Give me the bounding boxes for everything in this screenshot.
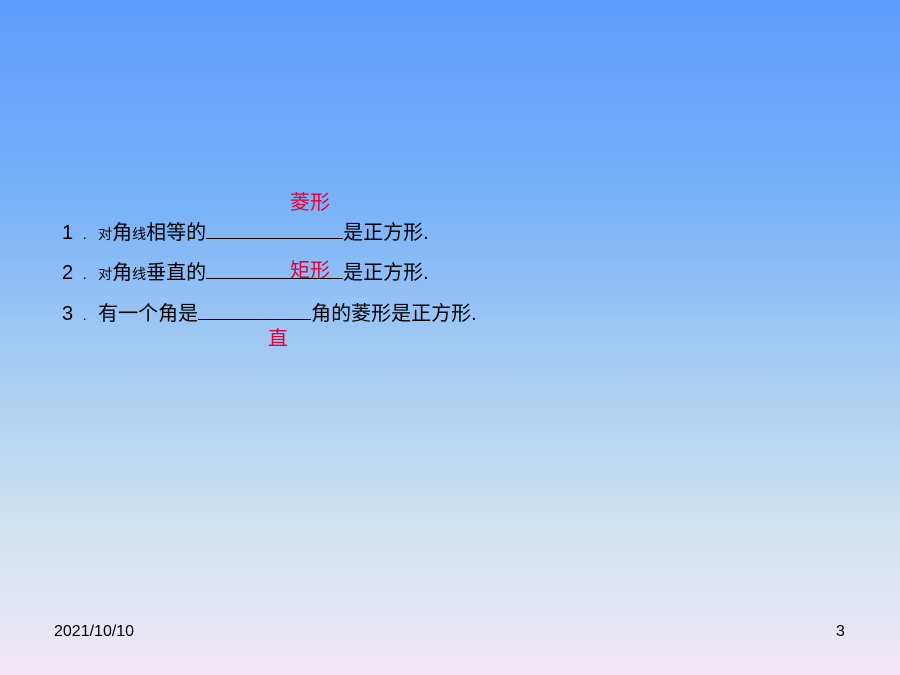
question-text-part: 相等的 [146, 222, 207, 244]
question-text-part: 角的菱形是正方形. [311, 303, 477, 325]
question-text-part: 有一个角是 [98, 303, 199, 325]
answer-1: 菱形 [290, 190, 330, 214]
answer-blank [206, 220, 344, 239]
question-number: 3 [62, 303, 74, 325]
question-text-part: 对 [98, 226, 113, 242]
question-text-part: 是正方形. [343, 262, 429, 284]
question-text-part: 线 [132, 226, 147, 242]
question-sep: . [82, 266, 87, 282]
answer-blank [198, 301, 312, 320]
question-text-part: 角 [112, 222, 133, 244]
question-text-part: 是正方形. [343, 222, 429, 244]
question-sep: . [82, 226, 87, 242]
page-number: 3 [836, 623, 845, 640]
footer-date: 2021/10/10 [54, 623, 135, 640]
question-number: 2 [62, 262, 74, 284]
question-text-part: 对 [98, 266, 113, 282]
question-sep: . [82, 307, 87, 323]
question-1: 1 . 对角线相等的 是正方形. [62, 220, 429, 246]
answer-3: 直 [268, 326, 288, 350]
answer-blank [206, 260, 344, 279]
question-number: 1 [62, 222, 74, 244]
question-text-part: 线 [132, 266, 147, 282]
question-2: 2 . 对角线垂直的 是正方形. [62, 260, 429, 286]
question-3: 3 . 有一个角是 角的菱形是正方形. [62, 301, 477, 327]
question-text-part: 垂直的 [146, 262, 207, 284]
question-text-part: 角 [112, 262, 133, 284]
